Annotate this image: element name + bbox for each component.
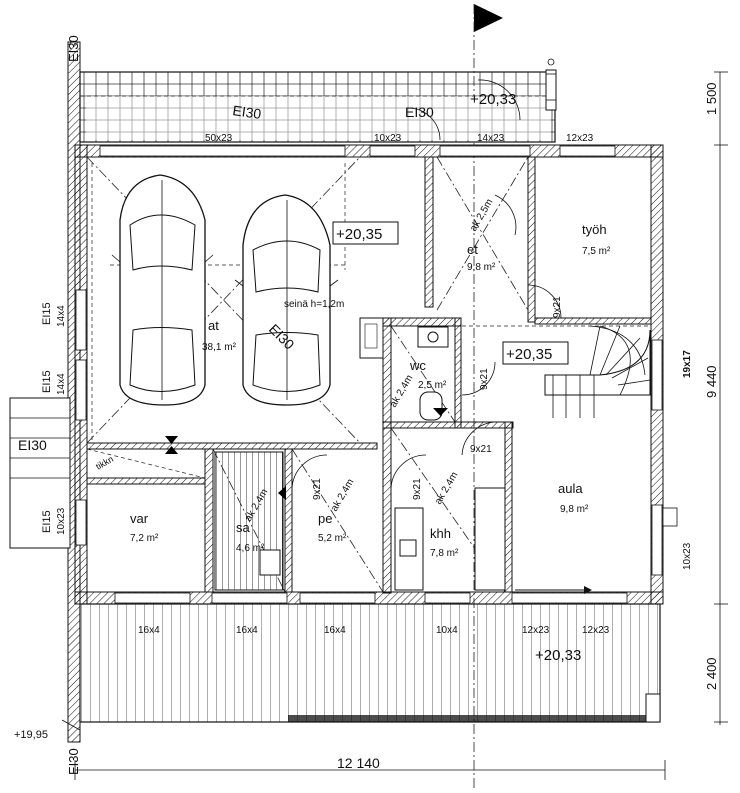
outer-walls xyxy=(74,144,678,605)
room-area-var: 7,2 m² xyxy=(130,533,159,544)
stair-dimension: 19x17 xyxy=(682,350,693,378)
terrace-deck xyxy=(79,603,661,723)
note-ak-khh: ak 2,4m xyxy=(433,470,460,506)
room-area-wc: 2,5 m² xyxy=(418,380,447,391)
interior-walls xyxy=(86,156,652,594)
timber-bottom-16x4-a: 16x4 xyxy=(138,625,160,636)
room-name-pe: pe xyxy=(318,511,332,526)
fire-label-left3: EI15 xyxy=(41,510,53,533)
deck-edge xyxy=(288,715,648,722)
dimension-lines xyxy=(61,71,728,780)
deck-post xyxy=(645,693,661,723)
room-area-khh: 7,8 m² xyxy=(430,548,459,559)
khh-sink xyxy=(399,539,417,557)
sauna-stove xyxy=(259,549,281,576)
timber-50x23: 50x23 xyxy=(205,133,233,144)
note-ak-et: ak 2,5m xyxy=(468,197,495,233)
door-marker-2 xyxy=(165,446,178,454)
note-ak-pe: ak 2,4m xyxy=(329,477,356,513)
level-box-hall xyxy=(502,341,569,365)
level-top: +20,33 xyxy=(470,91,516,108)
door-label-2: 9x21 xyxy=(479,368,490,390)
entry-steps xyxy=(9,397,71,549)
room-name-at: at xyxy=(208,318,219,333)
dim-right-bot: 2 400 xyxy=(704,657,719,690)
level-hall: +20,35 xyxy=(506,346,552,363)
fire-label-bottomleft: EI30 xyxy=(66,748,81,775)
level-ground: +19,95 xyxy=(14,729,48,741)
timber-bottom-12x23-b: 12x23 xyxy=(582,625,610,636)
level-terrace: +20,33 xyxy=(535,647,581,664)
khh-cabinet xyxy=(474,487,506,591)
room-name-var: var xyxy=(130,511,149,526)
dim-right-top: 1 500 xyxy=(704,82,719,115)
door-label-3: 9x21 xyxy=(470,444,492,455)
room-name-wc: wc xyxy=(409,358,426,373)
room-area-tyoh: 7,5 m² xyxy=(582,246,611,257)
room-name-khh: khh xyxy=(430,526,451,541)
door-marker-1 xyxy=(165,436,178,444)
timber-left-14x4-b: 14x4 xyxy=(56,373,67,395)
fire-label-left2: EI15 xyxy=(41,370,53,393)
timber-bottom-10x4: 10x4 xyxy=(436,625,458,636)
timber-bottom-12x23-a: 12x23 xyxy=(522,625,550,636)
room-name-et: et xyxy=(467,242,478,257)
note-wall-height: seinä h=1,2m xyxy=(284,299,344,310)
timber-14x23: 14x23 xyxy=(477,133,505,144)
note-ak-wc: ak 2,4m xyxy=(388,373,415,409)
timber-bottom-16x4-c: 16x4 xyxy=(324,625,346,636)
door-label-5: 9x21 xyxy=(412,478,423,500)
room-name-sa: sa xyxy=(236,520,251,535)
car-left xyxy=(111,174,214,406)
staircase xyxy=(544,325,651,418)
fire-label-corridor: EI30 xyxy=(18,437,47,453)
door-label-1: 9x21 xyxy=(552,296,563,318)
timber-left-10x23: 10x23 xyxy=(56,507,67,535)
room-name-aula: aula xyxy=(558,481,583,496)
door-marker-4 xyxy=(433,408,448,416)
fire-label-canopy1: EI30 xyxy=(232,102,263,122)
room-area-at: 38,1 m² xyxy=(202,342,237,353)
fire-label-topleft: EI30 xyxy=(66,35,81,62)
dim-right-mid: 9 440 xyxy=(704,365,719,398)
car-right xyxy=(234,194,339,406)
timber-10x23-top: 10x23 xyxy=(374,133,402,144)
wc-fixtures xyxy=(417,326,449,421)
level-garage: +20,35 xyxy=(336,226,382,243)
door-label-6: tikkn xyxy=(94,454,115,472)
door-label-4: 9x21 xyxy=(312,478,323,500)
dim-bottom: 12 140 xyxy=(337,755,380,771)
room-area-aula: 9,8 m² xyxy=(560,504,589,515)
timber-left-14x4-a: 14x4 xyxy=(56,305,67,327)
fire-label-canopy2: EI30 xyxy=(405,104,434,120)
room-area-et: 9,8 m² xyxy=(467,262,496,273)
timber-bottom-16x4-b: 16x4 xyxy=(236,625,258,636)
room-name-tyoh: työh xyxy=(582,222,607,237)
timber-12x23-top: 12x23 xyxy=(566,133,594,144)
room-area-pe: 5,2 m² xyxy=(318,533,347,544)
fire-label-left1: EI15 xyxy=(41,302,53,325)
door-marker-3 xyxy=(278,486,286,500)
room-area-sa: 4,6 m² xyxy=(236,543,265,554)
timber-right-10x23: 10x23 xyxy=(682,542,693,570)
level-box-garage xyxy=(332,221,399,245)
